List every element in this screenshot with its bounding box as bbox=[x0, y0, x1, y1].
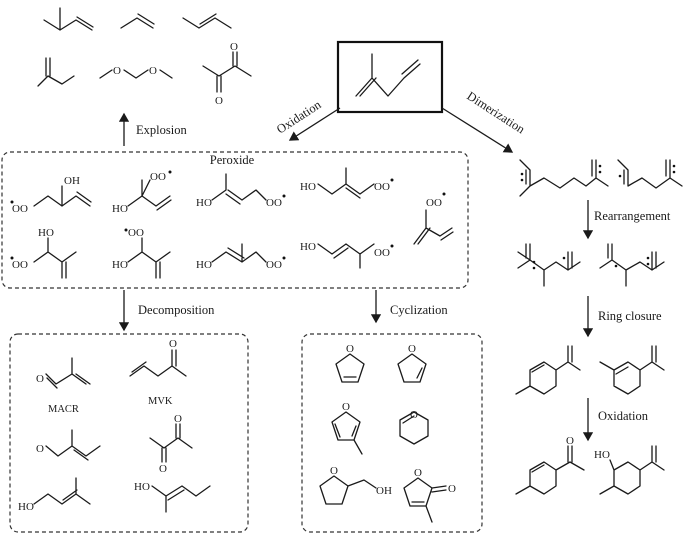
o-atom: O bbox=[342, 401, 350, 413]
cyclization-products: O O O O O OH O O bbox=[319, 343, 456, 523]
o-atom: O bbox=[230, 41, 238, 53]
oo-group: OO bbox=[128, 227, 144, 239]
ho-group: HO bbox=[300, 181, 316, 193]
ho-group: HO bbox=[38, 227, 54, 239]
o-atom: O bbox=[36, 373, 44, 385]
cyclization-label: Cyclization bbox=[390, 303, 448, 317]
explosion-products: O O O O bbox=[37, 7, 252, 107]
o-atom: O bbox=[159, 463, 167, 475]
oo-group: OO bbox=[12, 259, 28, 271]
explosion-label: Explosion bbox=[136, 123, 187, 137]
o-atom: O bbox=[36, 443, 44, 455]
isoprene-structure bbox=[355, 53, 421, 97]
peroxide-label: Peroxide bbox=[210, 153, 255, 167]
limonene-structures bbox=[515, 345, 665, 395]
oo-group: OO bbox=[266, 259, 282, 271]
ho-group: HO bbox=[196, 197, 212, 209]
o-atom: O bbox=[414, 467, 422, 479]
decomposition-box bbox=[9, 333, 249, 533]
oo-group: OO bbox=[374, 181, 390, 193]
ho-group: HO bbox=[196, 259, 212, 271]
ring-closure-label: Ring closure bbox=[598, 309, 662, 323]
o-atom: O bbox=[448, 483, 456, 495]
dimerization-label: Dimerization bbox=[464, 89, 528, 137]
oxidation-arrow bbox=[288, 107, 341, 141]
o-atom: O bbox=[410, 409, 418, 421]
macr-label: MACR bbox=[48, 404, 79, 415]
oo-group: OO bbox=[374, 247, 390, 259]
oxidation-products: O HO bbox=[515, 435, 665, 495]
peroxide-box bbox=[1, 151, 469, 289]
o-atom: O bbox=[408, 343, 416, 355]
decomposition-label: Decomposition bbox=[138, 303, 215, 317]
ho-group: HO bbox=[594, 449, 610, 461]
o-atom: O bbox=[215, 95, 223, 107]
rearrangement-label: Rearrangement bbox=[594, 209, 671, 223]
ho-group: HO bbox=[112, 203, 128, 215]
o-atom: O bbox=[566, 435, 574, 447]
oh-group: OH bbox=[64, 175, 80, 187]
ho-group: HO bbox=[112, 259, 128, 271]
oo-group: OO bbox=[266, 197, 282, 209]
o-atom: O bbox=[346, 343, 354, 355]
o-atom: O bbox=[330, 465, 338, 477]
oo-group: OO bbox=[12, 203, 28, 215]
oo-group: OO bbox=[150, 171, 166, 183]
ho-group: HO bbox=[134, 481, 150, 493]
rearranged-radicals bbox=[517, 243, 665, 287]
dimer-radicals bbox=[519, 159, 683, 197]
o-atom: O bbox=[174, 413, 182, 425]
mvk-label: MVK bbox=[148, 396, 173, 407]
peroxide-structures: OO OH HO OO HO OO HO OO OO HO HO OO HO O… bbox=[10, 167, 454, 279]
ho-group: HO bbox=[300, 241, 316, 253]
dimerization-arrow bbox=[441, 107, 514, 153]
oh-group: OH bbox=[376, 485, 392, 497]
decomposition-products: O MACR O MVK O O O HO HO bbox=[18, 338, 211, 513]
o-atom: O bbox=[169, 338, 177, 350]
cyclization-box bbox=[301, 333, 483, 533]
ho-group: HO bbox=[18, 501, 34, 513]
oxidation-label: Oxidation bbox=[274, 97, 324, 136]
isoprene-box bbox=[336, 40, 444, 114]
oo-group: OO bbox=[426, 197, 442, 209]
o-atom: O bbox=[113, 65, 121, 77]
oxidation-bottom-label: Oxidation bbox=[598, 409, 649, 423]
o-atom: O bbox=[149, 65, 157, 77]
